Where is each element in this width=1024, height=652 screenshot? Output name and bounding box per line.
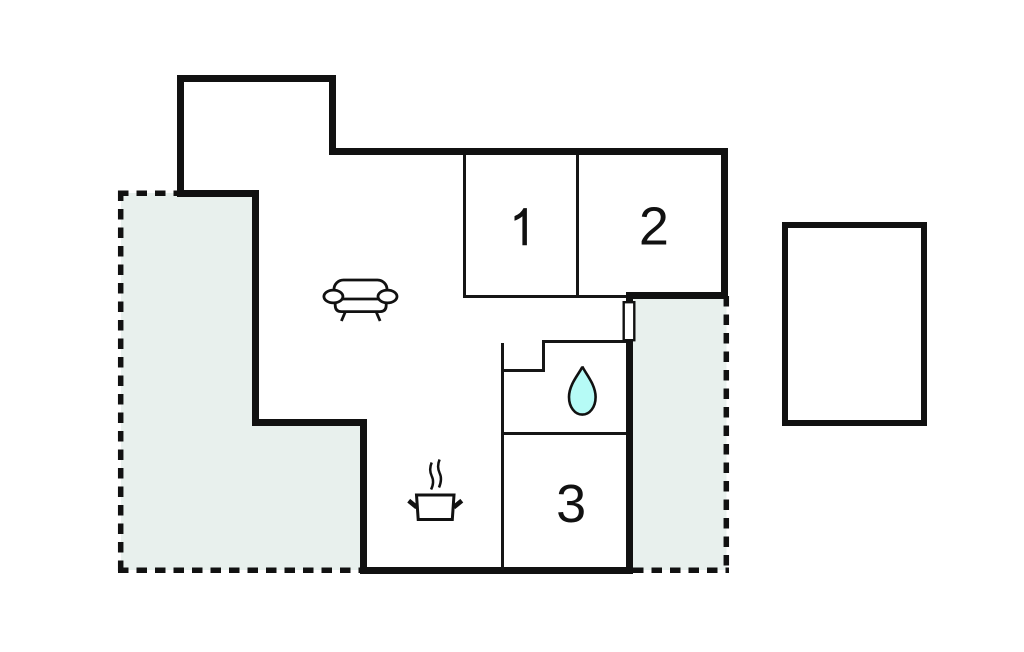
svg-text:2: 2	[639, 197, 669, 257]
svg-text:3: 3	[556, 474, 586, 534]
